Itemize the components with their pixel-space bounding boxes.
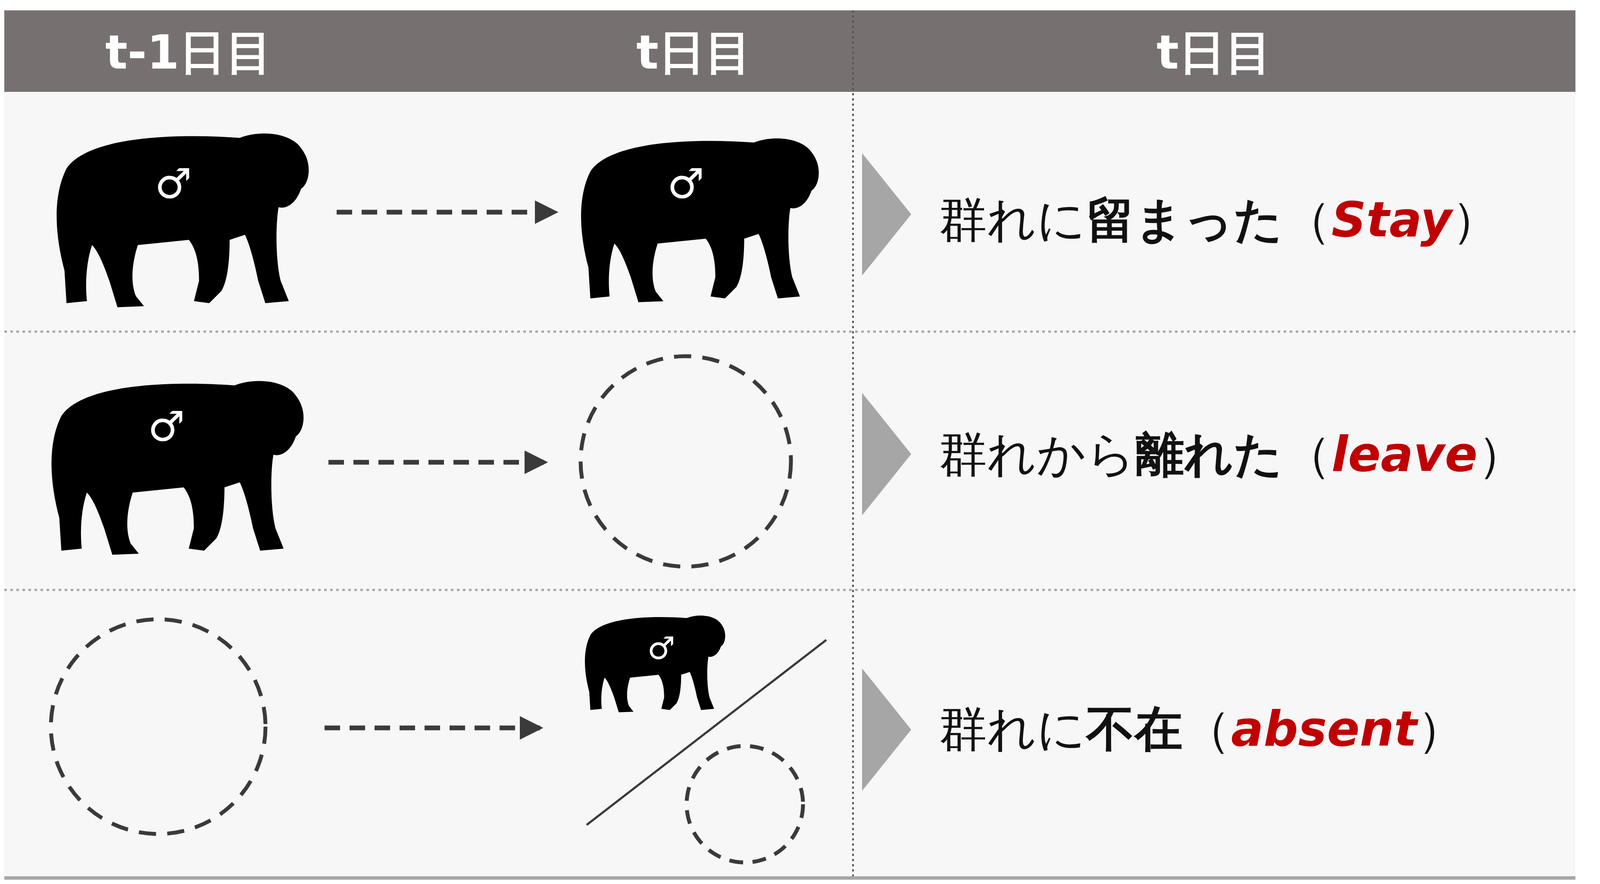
row-divider <box>4 588 1576 591</box>
text-run: ） <box>1417 700 1466 757</box>
column-divider <box>852 10 854 878</box>
male-symbol: ♂ <box>147 405 185 447</box>
male-symbol: ♂ <box>154 162 192 205</box>
english-term: Stay <box>1331 191 1452 248</box>
text-run: 離れた <box>1135 425 1284 482</box>
male-symbol: ♂ <box>647 632 676 664</box>
monkey-silhouette <box>56 133 309 308</box>
monkey-silhouette <box>51 381 304 555</box>
text-run: （ <box>1283 191 1332 248</box>
monkey-silhouette <box>584 615 726 712</box>
result-text: 群れに留まった（Stay） <box>938 190 1500 249</box>
row-divider <box>4 330 1576 333</box>
text-run: ） <box>1451 191 1500 248</box>
text-run: 不在 <box>1086 700 1183 757</box>
english-term: absent <box>1231 700 1418 757</box>
result-text: 群れに不在（absent） <box>938 699 1466 758</box>
text-run: ） <box>1477 425 1526 482</box>
text-run: 群れから <box>938 425 1136 482</box>
text-run: （ <box>1283 425 1332 482</box>
text-run: 留まった <box>1086 191 1284 248</box>
dashed-arrow <box>324 725 541 731</box>
header-band <box>4 10 1576 92</box>
column-header: t-1日目 <box>105 29 273 76</box>
dashed-arrow <box>336 209 557 215</box>
empty-circle <box>580 356 791 567</box>
slash-line <box>586 639 827 825</box>
english-term: leave <box>1331 425 1478 482</box>
empty-circle <box>686 745 804 863</box>
pointer-triangle <box>862 153 912 276</box>
text-run: 群れに <box>938 700 1087 757</box>
text-run: 群れに <box>938 191 1087 248</box>
male-symbol: ♂ <box>667 162 705 205</box>
bottom-rule <box>4 875 1576 880</box>
dashed-arrow <box>328 459 546 465</box>
pointer-triangle <box>862 668 912 791</box>
text-run: （ <box>1182 700 1232 757</box>
column-header: t日目 <box>636 29 752 76</box>
pointer-triangle <box>862 392 912 516</box>
column-header: t日目 <box>1156 29 1272 76</box>
table-ground <box>4 91 1576 878</box>
monkey-silhouette <box>581 138 819 303</box>
result-text: 群れから離れた（leave） <box>938 425 1526 483</box>
empty-circle <box>50 618 266 834</box>
